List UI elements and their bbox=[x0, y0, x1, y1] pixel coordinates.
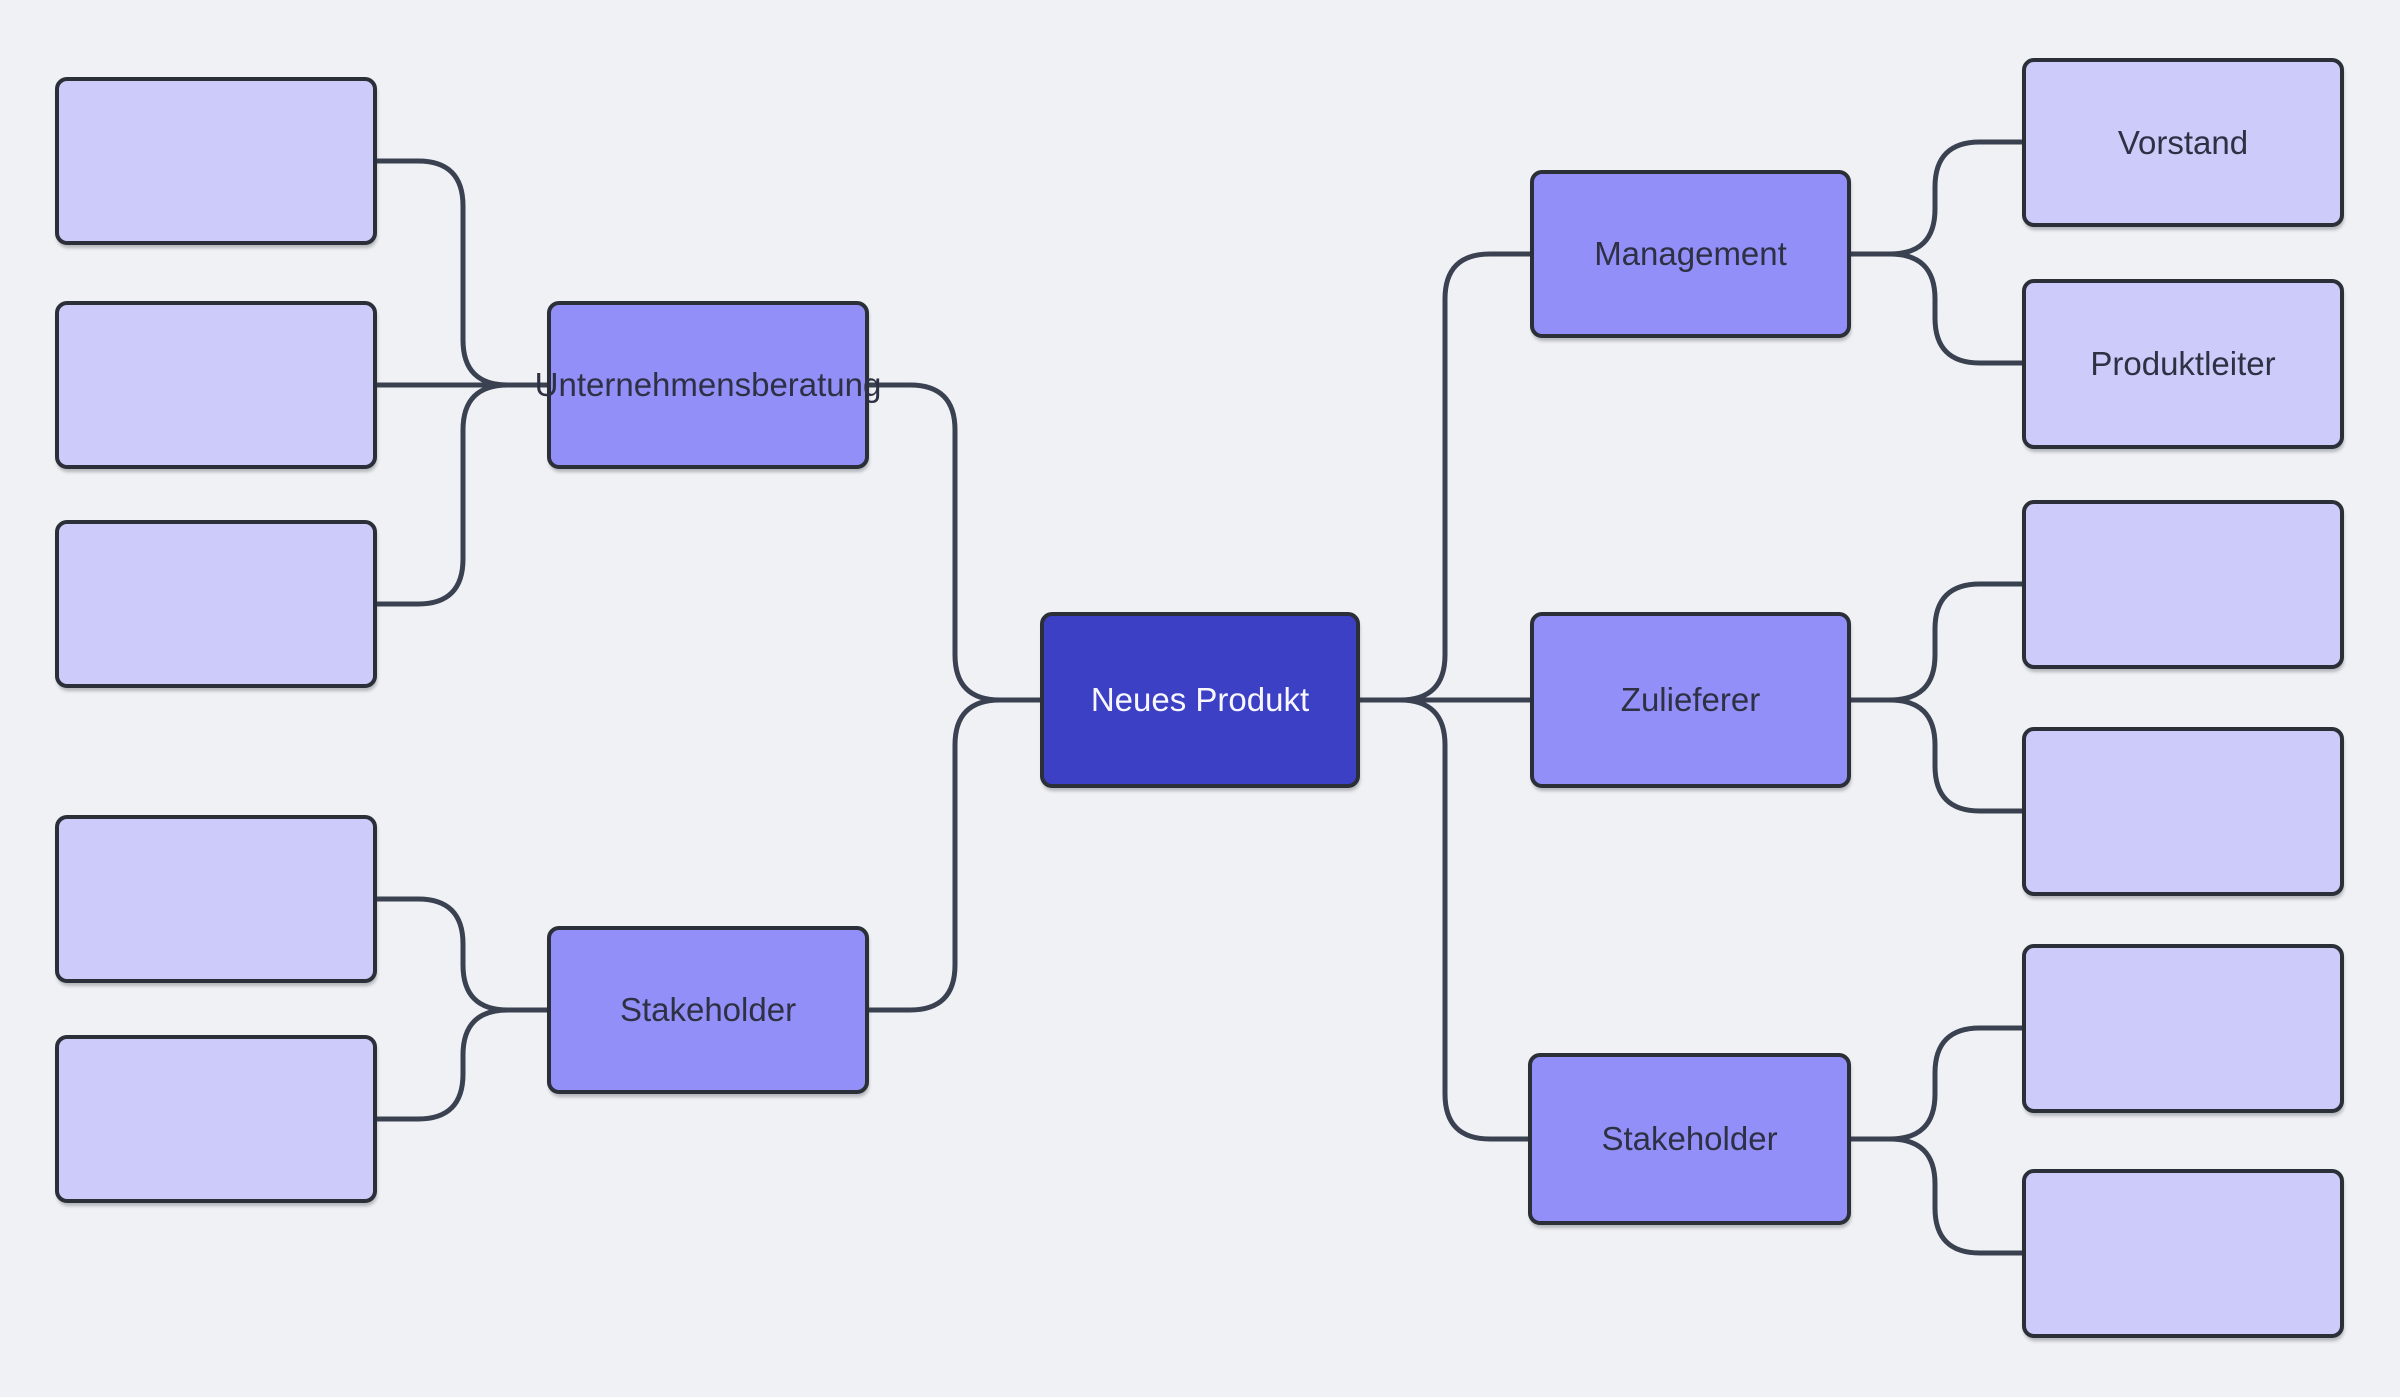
node-left-leaf-4[interactable] bbox=[55, 815, 377, 983]
edge-leftleaf3-unternehmensberatung bbox=[374, 382, 550, 607]
edge-leftleaf1-unternehmensberatung bbox=[374, 158, 550, 388]
edge-management-produktleiter bbox=[1848, 251, 2025, 366]
edge-stakeholder-left-root bbox=[866, 697, 1043, 1013]
node-management-label: Management bbox=[1594, 235, 1787, 273]
node-unternehmensberatung[interactable]: Unternehmensberatung bbox=[535, 301, 881, 469]
node-stakeholder-right-label: Stakeholder bbox=[1601, 1120, 1778, 1158]
node-produktleiter[interactable]: Produktleiter bbox=[2022, 279, 2344, 449]
node-stakeholder-right-leaf-1[interactable] bbox=[2022, 944, 2344, 1113]
node-stakeholder-right[interactable]: Stakeholder bbox=[1528, 1053, 1851, 1225]
edge-stakeholder-right-leaf2 bbox=[1848, 1136, 2025, 1256]
node-zulieferer[interactable]: Zulieferer bbox=[1530, 612, 1851, 788]
node-management[interactable]: Management bbox=[1530, 170, 1851, 338]
edge-unternehmensberatung-root bbox=[866, 382, 1043, 703]
edge-root-management bbox=[1357, 251, 1533, 703]
edge-management-vorstand bbox=[1848, 139, 2025, 257]
edge-leftleaf4-stakeholder-left bbox=[374, 896, 550, 1013]
node-stakeholder-right-leaf-2[interactable] bbox=[2022, 1169, 2344, 1338]
node-left-leaf-3[interactable] bbox=[55, 520, 377, 688]
node-zulieferer-leaf-2[interactable] bbox=[2022, 727, 2344, 896]
edge-zulieferer-leaf2 bbox=[1848, 697, 2025, 814]
node-zulieferer-leaf-1[interactable] bbox=[2022, 500, 2344, 669]
edge-stakeholder-right-leaf1 bbox=[1848, 1025, 2025, 1142]
node-produktleiter-label: Produktleiter bbox=[2090, 345, 2276, 383]
node-vorstand[interactable]: Vorstand bbox=[2022, 58, 2344, 227]
edge-leftleaf5-stakeholder-left bbox=[374, 1007, 550, 1122]
node-left-leaf-2[interactable] bbox=[55, 301, 377, 469]
node-unternehmensberatung-label: Unternehmensberatung bbox=[534, 366, 882, 404]
node-stakeholder-left[interactable]: Stakeholder bbox=[547, 926, 869, 1094]
node-neues-produkt[interactable]: Neues Produkt bbox=[1040, 612, 1360, 788]
node-stakeholder-left-label: Stakeholder bbox=[619, 991, 797, 1029]
node-vorstand-label: Vorstand bbox=[2117, 123, 2249, 161]
node-zulieferer-label: Zulieferer bbox=[1620, 681, 1761, 719]
node-left-leaf-5[interactable] bbox=[55, 1035, 377, 1203]
node-neues-produkt-label: Neues Produkt bbox=[1090, 681, 1310, 719]
edge-zulieferer-leaf1 bbox=[1848, 581, 2025, 703]
node-left-leaf-1[interactable] bbox=[55, 77, 377, 245]
edge-root-stakeholder-right bbox=[1357, 697, 1531, 1142]
